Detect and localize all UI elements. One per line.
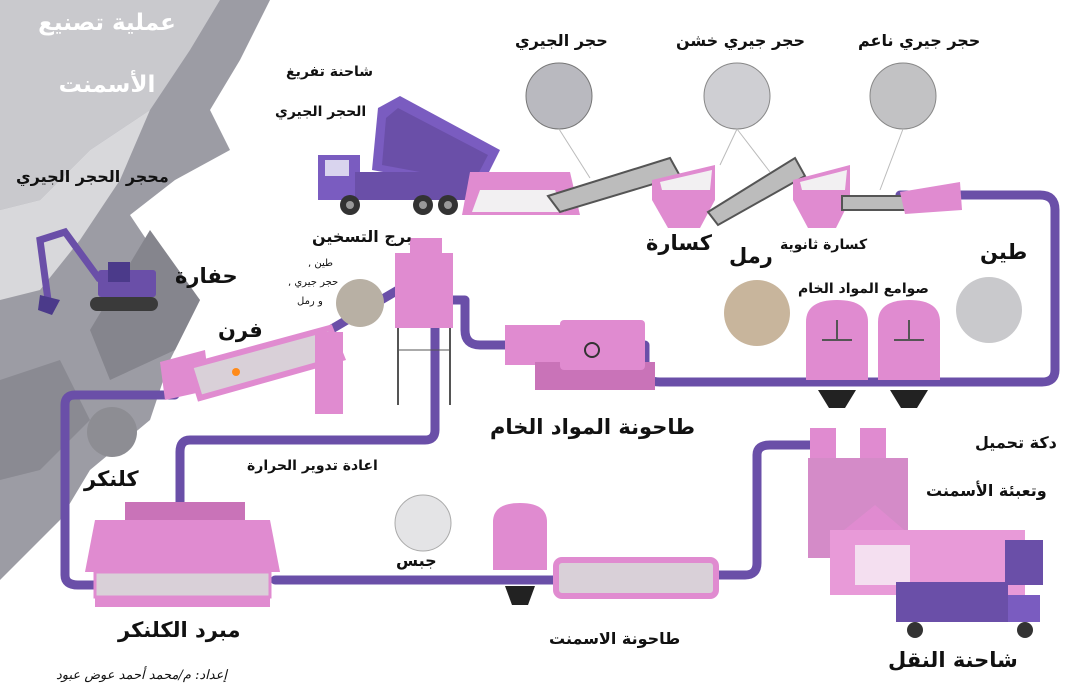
preheater-input-sand: و رمل	[297, 296, 323, 307]
transport-truck-label: شاحنة النقل	[888, 648, 1018, 672]
raw-mill-label: طاحونة المواد الخام	[490, 415, 696, 439]
raw-silos-label: صوامع المواد الخام	[798, 281, 929, 297]
limestone-label: حجر الجيري	[515, 31, 608, 50]
truck-label-line-1: شاحنة تفريغ	[286, 64, 374, 80]
excavator-label: حفارة	[175, 264, 238, 288]
rotary-kiln	[160, 324, 347, 414]
sand-sample	[724, 280, 790, 346]
clinker-label: كلنكر	[84, 467, 139, 491]
fine-limestone-sample	[869, 62, 937, 130]
raw-material-silos	[806, 300, 940, 408]
credit-text: إعداد: م/محمد أحمد عوض عبود	[56, 668, 227, 683]
coarse-limestone-label: حجر جيري خشن	[676, 31, 806, 50]
pipe-mill-to-loading	[707, 440, 817, 580]
cement-mill-machine	[553, 557, 719, 599]
leader-lines	[558, 128, 904, 191]
transport-truck	[896, 582, 1040, 638]
preheater-tower-label: برج التسخين	[312, 227, 412, 246]
fine-limestone-label: حجر جيري ناعم	[858, 31, 981, 50]
gypsum-label: جبس	[396, 551, 437, 570]
heat-recycle-label: اعادة تدوير الحرارة	[247, 458, 378, 474]
clay-sample	[956, 277, 1022, 343]
pipe-heat-recycle	[175, 305, 440, 510]
limestone-sample	[525, 62, 593, 130]
preheater-input-limestone: حجر جيري ,	[288, 277, 339, 288]
cement-silo	[493, 503, 547, 605]
secondary-crusher-label: كسارة ثانوية	[780, 237, 868, 253]
crusher-label: كسارة	[646, 231, 712, 255]
kiln-label: فرن	[218, 318, 263, 342]
clinker-sample	[87, 407, 137, 457]
loading-label-line-2: وتعبئة الأسمنت	[926, 481, 1047, 500]
loading-dock	[808, 428, 1043, 595]
conveyor-pipes	[60, 190, 1060, 590]
clinker-cooler	[85, 502, 280, 607]
pipe-mill-to-tower	[443, 295, 510, 350]
clinker-cooler-label: مبرد الكلنكر	[118, 618, 241, 642]
truck-label-line-2: الحجر الجيري	[275, 104, 367, 120]
clay-label: طين	[980, 240, 1028, 264]
title-line-2: الأسمنت	[58, 72, 156, 98]
preheater-input-clay: طين ,	[308, 258, 333, 269]
quarry-label: محجر الحجر الجيري	[16, 167, 169, 186]
sample-circles	[87, 62, 1022, 552]
preheater-tower	[395, 238, 453, 405]
raw-mill-machine	[505, 320, 655, 390]
title-line-1: عملية تصنيع	[38, 10, 176, 36]
gypsum-sample	[394, 494, 452, 552]
pipe-kiln-to-cooler	[60, 390, 180, 590]
excavator	[36, 227, 158, 315]
sand-label: رمل	[729, 244, 773, 268]
cement-mill-label: طاحونة الاسمنت	[549, 629, 681, 648]
preheater-mix-sample	[336, 279, 384, 327]
loading-label-line-1: دكة تحميل	[975, 433, 1057, 452]
crushing-line	[462, 156, 962, 228]
dump-truck	[318, 96, 500, 215]
coarse-limestone-sample	[703, 62, 771, 130]
